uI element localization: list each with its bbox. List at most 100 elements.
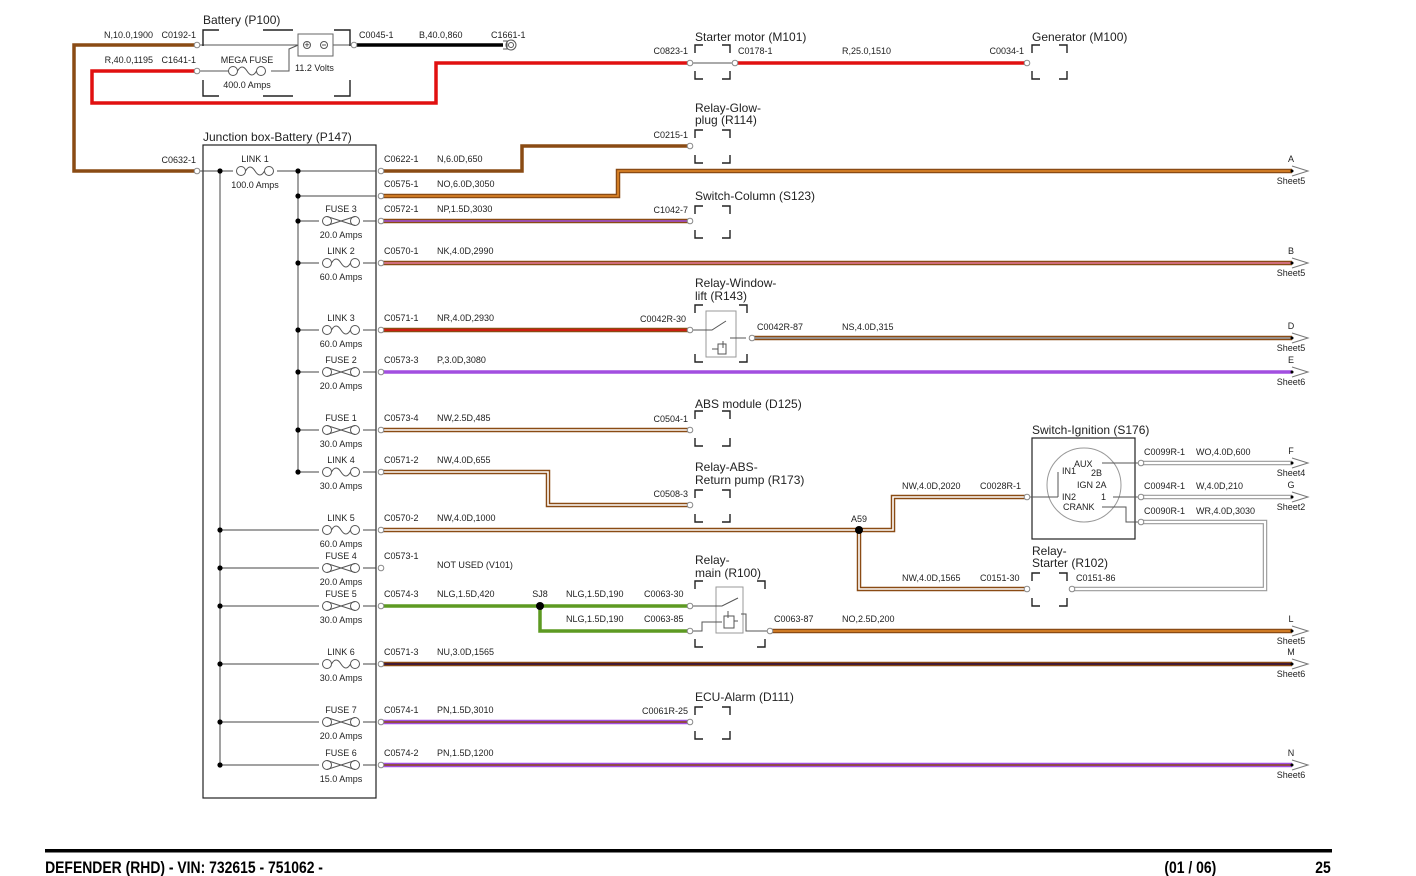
junction-dot-icon <box>217 762 223 768</box>
connector-pin-icon[interactable] <box>686 627 694 635</box>
wire-nw-ignition[interactable] <box>859 494 1027 533</box>
starter-motor-box[interactable] <box>694 44 731 80</box>
connector-pin-icon[interactable] <box>1023 493 1031 501</box>
connector-pin-icon[interactable] <box>377 468 385 476</box>
battery-volts: 11.2 Volts <box>295 63 334 73</box>
relay-starter-box[interactable] <box>1031 572 1068 607</box>
battery-p100[interactable]: Battery (P100) N,10.0,1900 C0192-1 R,40.… <box>104 13 526 90</box>
connector-pin-icon[interactable] <box>193 167 201 175</box>
connector-pin-icon[interactable] <box>377 368 385 376</box>
connector-pin-icon[interactable] <box>377 660 385 668</box>
connector-label: C0028R-1 <box>980 481 1021 491</box>
wire-n-glow[interactable] <box>381 144 690 173</box>
connector-pin-icon[interactable] <box>377 564 385 572</box>
connector-pin-icon[interactable] <box>686 602 694 610</box>
connector-label: C0034-1 <box>989 46 1024 56</box>
fuse-link-4[interactable]: LINK 430.0 Amps <box>295 455 376 491</box>
relay-glow-box[interactable] <box>694 129 731 164</box>
footer-page-number: 25 <box>1315 859 1331 876</box>
connector-pin-icon[interactable] <box>377 426 385 434</box>
wire-tracer[interactable] <box>1072 520 1267 591</box>
connector-pin-icon[interactable] <box>377 761 385 769</box>
fuse-fuse-1[interactable]: FUSE 130.0 Amps <box>295 413 376 449</box>
connector-pin-icon[interactable] <box>193 67 201 75</box>
ecu-alarm-box[interactable] <box>694 706 731 740</box>
fuse-link-3[interactable]: LINK 360.0 Amps <box>295 313 376 349</box>
wire-nw-abs-relay[interactable] <box>381 469 690 508</box>
switch-column-box[interactable] <box>694 205 731 239</box>
connector-pin-icon[interactable] <box>377 326 385 334</box>
connector-pin-icon[interactable] <box>377 167 385 175</box>
connector-pin-icon[interactable] <box>686 217 694 225</box>
fuse-link-2[interactable]: LINK 260.0 Amps <box>295 246 376 282</box>
connector-pin-icon[interactable] <box>1137 518 1145 526</box>
connector-pin-icon[interactable] <box>350 41 358 49</box>
fuse-fuse-7[interactable]: FUSE 720.0 Amps <box>217 705 376 741</box>
fuse-fuse-5[interactable]: FUSE 530.0 Amps <box>217 589 376 625</box>
fuse-fuse-3[interactable]: FUSE 320.0 Amps <box>295 204 376 240</box>
fuse-fuse-4[interactable]: FUSE 420.0 Amps <box>217 551 376 587</box>
wires <box>72 43 1296 768</box>
fuse-amps: 60.0 Amps <box>320 339 363 349</box>
wire-no-a[interactable] <box>381 168 1296 199</box>
connector-pin-icon[interactable] <box>686 426 694 434</box>
connector-pin-icon[interactable] <box>731 59 739 67</box>
junction-box-p147[interactable]: Junction box-Battery (P147) C0632-1 LINK… <box>161 130 513 799</box>
fuse-link-6[interactable]: LINK 630.0 Amps <box>217 647 376 683</box>
fuse-amps: 60.0 Amps <box>320 272 363 282</box>
pin-ign2a: IGN 2A <box>1077 480 1107 490</box>
fuse-fuse-6[interactable]: FUSE 615.0 Amps <box>217 748 376 784</box>
connector-pin-icon[interactable] <box>193 41 201 49</box>
connector-pin-icon[interactable] <box>377 217 385 225</box>
fuse-amps: 30.0 Amps <box>320 615 363 625</box>
wire-n-battery-feed[interactable] <box>72 43 197 173</box>
battery-box[interactable] <box>202 29 351 97</box>
wire-r-battery-starter[interactable] <box>90 61 690 105</box>
relay-abs-box[interactable] <box>694 489 731 523</box>
connector-label: C0042R-30 <box>640 314 686 324</box>
mega-fuse-amps: 400.0 Amps <box>223 80 271 90</box>
connector-pin-icon[interactable] <box>377 259 385 267</box>
connector-pin-icon[interactable] <box>686 501 694 509</box>
wire-nlg-85[interactable] <box>538 606 690 633</box>
abs-module-box[interactable] <box>694 410 731 447</box>
relay-window-box[interactable] <box>694 304 748 363</box>
connector-pin-icon[interactable] <box>748 334 756 342</box>
connector-pin-icon[interactable] <box>377 602 385 610</box>
connector-pin-icon[interactable] <box>377 526 385 534</box>
connector-pin-icon[interactable] <box>1137 493 1145 501</box>
connector-label: C0572-1 <box>384 204 419 214</box>
generator-box[interactable] <box>1031 44 1068 80</box>
wire-label: P,3.0D,3080 <box>437 355 486 365</box>
connector-label: C0151-86 <box>1076 573 1116 583</box>
connector-pin-icon[interactable] <box>686 59 694 67</box>
connector-pin-icon[interactable] <box>686 718 694 726</box>
fuse-fuse-2[interactable]: FUSE 220.0 Amps <box>295 355 376 391</box>
offsheet-arrow-icon <box>1291 165 1310 177</box>
relay-main-box[interactable] <box>694 580 766 648</box>
connector-pin-icon[interactable] <box>377 718 385 726</box>
offsheet-references: ASheet5BSheet5DSheet5ESheet6FSheet4GShee… <box>1277 154 1310 780</box>
connector-pin-icon[interactable] <box>1023 585 1031 593</box>
connector-pin-icon[interactable] <box>766 627 774 635</box>
offsheet-arrow-icon <box>1291 491 1310 503</box>
connector-pin-icon[interactable] <box>686 142 694 150</box>
connector-pin-icon[interactable] <box>377 192 385 200</box>
connector-pin-icon[interactable] <box>1137 459 1145 467</box>
connector-pin-icon[interactable] <box>1068 585 1076 593</box>
offsheet-arrow-icon <box>1291 759 1310 771</box>
connector-pin-icon[interactable] <box>686 326 694 334</box>
offsheet-sheet: Sheet5 <box>1277 636 1306 646</box>
fuse-link-5[interactable]: LINK 560.0 Amps <box>217 513 376 549</box>
connector-pin-icon[interactable] <box>1023 59 1031 67</box>
